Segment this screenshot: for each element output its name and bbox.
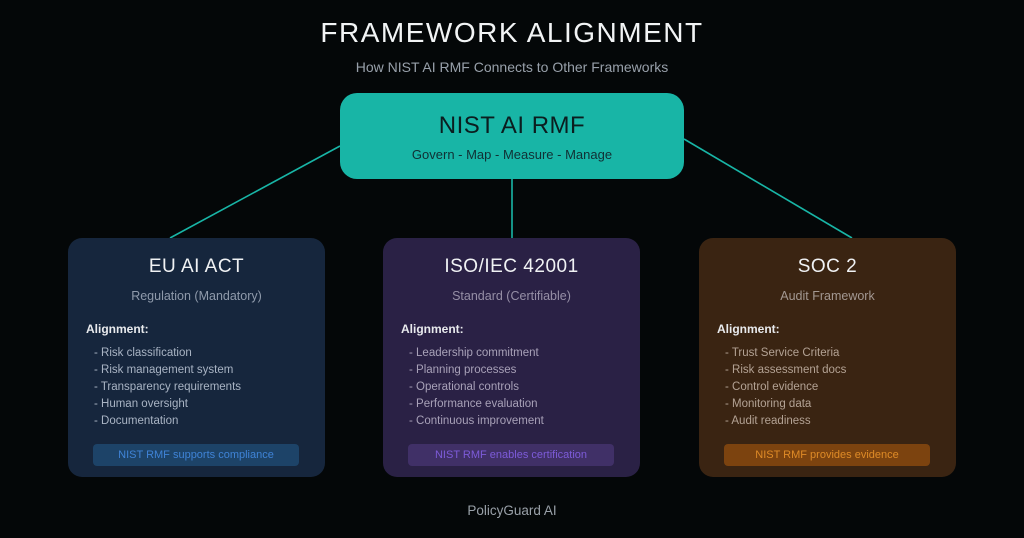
list-item: Operational controls — [409, 379, 630, 396]
framework-subtitle: Standard (Certifiable) — [452, 289, 571, 303]
list-item: Risk management system — [94, 362, 315, 379]
alignment-label: Alignment: — [401, 322, 464, 336]
list-item: Documentation — [94, 413, 315, 430]
framework-card-eu-ai-act: EU AI ACT Regulation (Mandatory) Alignme… — [68, 238, 325, 477]
list-item: Leadership commitment — [409, 345, 630, 362]
alignment-items-list: Leadership commitment Planning processes… — [409, 345, 630, 430]
framework-title: SOC 2 — [797, 256, 858, 277]
connector-line-right — [683, 138, 853, 239]
framework-badge: NIST RMF supports compliance — [93, 444, 299, 466]
central-node-title: NIST AI RMF — [438, 112, 586, 139]
list-item: Human oversight — [94, 396, 315, 413]
central-node-subtitle: Govern - Map - Measure - Manage — [411, 147, 613, 162]
page-title: FRAMEWORK ALIGNMENT — [320, 17, 704, 48]
list-item: Monitoring data — [725, 396, 946, 413]
connector-line-left — [169, 145, 341, 239]
framework-card-iso-iec-42001: ISO/IEC 42001 Standard (Certifiable) Ali… — [383, 238, 640, 477]
list-item: Control evidence — [725, 379, 946, 396]
central-node-nist-ai-rmf: NIST AI RMF Govern - Map - Measure - Man… — [340, 93, 684, 179]
list-item: Trust Service Criteria — [725, 345, 946, 362]
framework-subtitle: Audit Framework — [780, 289, 875, 303]
footer-brand: PolicyGuard AI — [467, 503, 557, 518]
alignment-items-list: Risk classification Risk management syst… — [94, 345, 315, 430]
framework-badge: NIST RMF provides evidence — [724, 444, 930, 466]
alignment-items-list: Trust Service Criteria Risk assessment d… — [725, 345, 946, 430]
framework-card-soc-2: SOC 2 Audit Framework Alignment: Trust S… — [699, 238, 956, 477]
list-item: Planning processes — [409, 362, 630, 379]
framework-title: EU AI ACT — [148, 256, 245, 277]
list-item: Risk classification — [94, 345, 315, 362]
list-item: Transparency requirements — [94, 379, 315, 396]
list-item: Continuous improvement — [409, 413, 630, 430]
alignment-label: Alignment: — [86, 322, 149, 336]
framework-title: ISO/IEC 42001 — [444, 256, 579, 277]
framework-badge: NIST RMF enables certification — [408, 444, 614, 466]
list-item: Risk assessment docs — [725, 362, 946, 379]
page-subtitle: How NIST AI RMF Connects to Other Framew… — [355, 59, 669, 75]
framework-subtitle: Regulation (Mandatory) — [131, 289, 262, 303]
list-item: Performance evaluation — [409, 396, 630, 413]
list-item: Audit readiness — [725, 413, 946, 430]
alignment-label: Alignment: — [717, 322, 780, 336]
